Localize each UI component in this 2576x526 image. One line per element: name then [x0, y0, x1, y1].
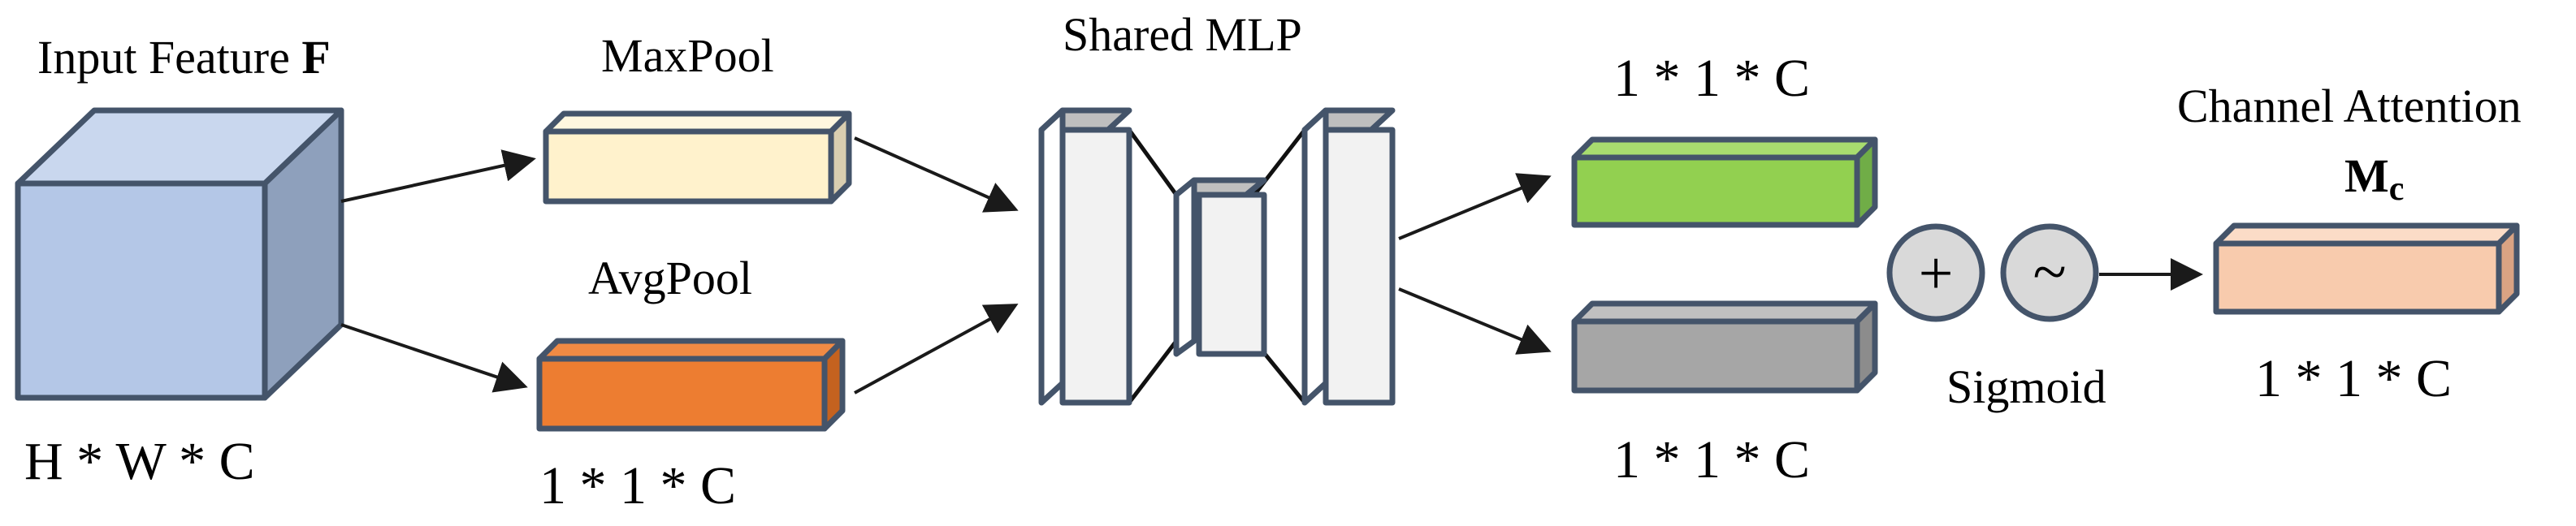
arrow-input-to-maxpool — [340, 149, 536, 203]
sigmoid-label: Sigmoid — [1946, 360, 2106, 413]
sigmoid-operator: ~ — [2000, 223, 2099, 322]
arrow-avgpool-to-mlp — [854, 304, 1019, 394]
output-max-vector — [1571, 136, 1878, 228]
input-feature-dims: H * W * C — [24, 432, 255, 491]
shared-mlp-title: Shared MLP — [1063, 8, 1302, 61]
maxpool-title: MaxPool — [601, 29, 774, 82]
arrow-mlp-to-output-max — [1398, 173, 1552, 240]
shared-mlp — [1038, 107, 1396, 406]
maxpool-vector — [543, 110, 852, 205]
output-max-dims: 1 * 1 * C — [1613, 49, 1810, 108]
avgpool-title: AvgPool — [588, 252, 752, 304]
input-feature-title: Input Feature F — [37, 31, 331, 84]
channel-attention-dims: 1 * 1 * C — [2255, 349, 2452, 408]
output-avg-vector — [1571, 300, 1878, 394]
avgpool-dims: 1 * 1 * C — [539, 456, 736, 515]
arrow-input-to-avgpool — [340, 323, 528, 393]
arrow-mlp-to-output-avg — [1398, 287, 1552, 355]
channel-attention-symbol: Mc — [2344, 149, 2404, 208]
arrow-maxpool-to-mlp — [854, 136, 1019, 213]
tilde-symbol: ~ — [2033, 238, 2066, 306]
output-avg-dims: 1 * 1 * C — [1613, 430, 1810, 489]
input-feature-cube — [15, 107, 344, 401]
add-operator: + — [1886, 223, 1985, 322]
plus-symbol: + — [1919, 239, 1954, 308]
channel-attention-vector — [2213, 222, 2520, 315]
channel-attention-title: Channel Attention — [2177, 80, 2522, 132]
avgpool-vector — [536, 338, 846, 432]
